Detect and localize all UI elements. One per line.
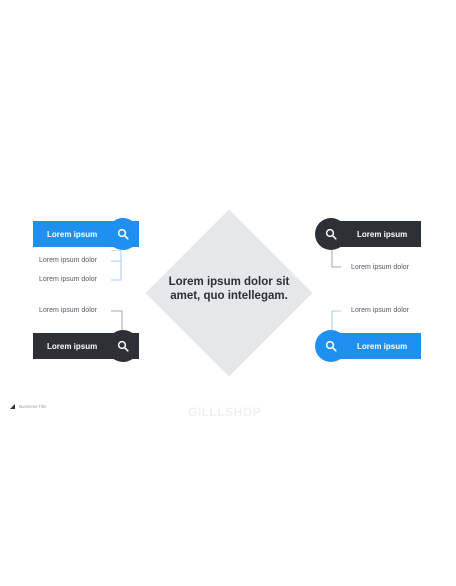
watermark: GILLLSHOP — [188, 405, 262, 419]
bottom-right-search-button[interactable] — [315, 330, 347, 362]
center-text: Lorem ipsum dolor sit amet, quo intelleg… — [168, 276, 290, 302]
top-left-note-1: Lorem ipsum dolor — [39, 257, 97, 264]
business-title: Business Title — [19, 404, 47, 409]
bottom-left-connector — [111, 310, 123, 331]
bottom-right-label: Lorem ipsum — [357, 341, 408, 351]
top-right-connector — [331, 250, 341, 268]
search-icon — [117, 228, 129, 240]
top-left-search-button[interactable] — [107, 218, 139, 250]
top-right-note-1: Lorem ipsum dolor — [351, 264, 409, 271]
top-left-note-2: Lorem ipsum dolor — [39, 276, 97, 283]
search-icon — [117, 340, 129, 352]
bottom-left-label: Lorem ipsum — [47, 341, 98, 351]
search-icon — [325, 340, 337, 352]
bottom-left-note-1: Lorem ipsum dolor — [39, 307, 97, 314]
footer-triangle-icon — [10, 404, 15, 409]
bottom-right-note-1: Lorem ipsum dolor — [351, 307, 409, 314]
top-right-search-button[interactable] — [315, 218, 347, 250]
bottom-right-connector — [331, 310, 341, 331]
search-icon — [325, 228, 337, 240]
top-left-label: Lorem ipsum — [47, 229, 98, 239]
top-right-label: Lorem ipsum — [357, 229, 408, 239]
bottom-left-search-button[interactable] — [107, 330, 139, 362]
top-left-connector — [111, 250, 122, 281]
